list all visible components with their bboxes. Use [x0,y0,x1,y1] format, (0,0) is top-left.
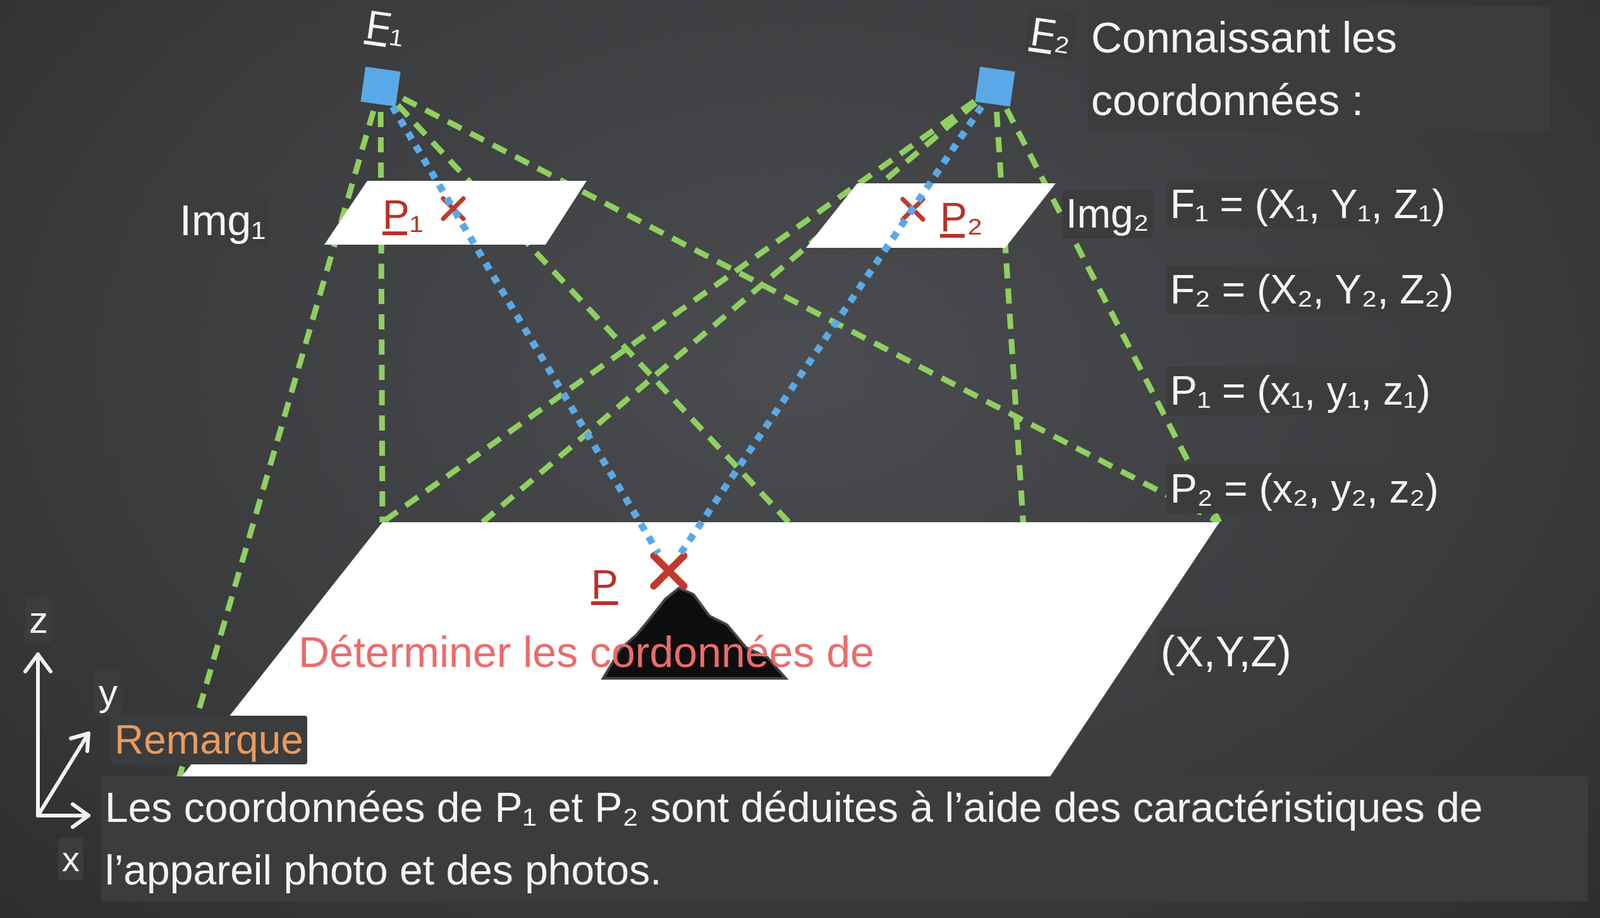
remark-text: Les coordonnées de P₁ et P₂ sont déduite… [101,776,1588,902]
image-point-label: P₁ [382,190,423,240]
axis-label: z [25,597,52,643]
axis-label: x [58,837,84,880]
sight-ray [680,106,982,554]
unknown-coordinates: (X,Y,Z) [1156,625,1296,678]
given-heading: Connaissant les coordonnées : [1087,6,1551,131]
coordinate-line: F₁ = (X₁, Y₁, Z₁) [1166,180,1449,229]
target-point: P [651,553,687,589]
camera-point: F₁ [360,66,401,107]
sight-ray [392,106,659,554]
coordinate-line: F₂ = (X₂, Y₂, Z₂) [1166,265,1458,315]
image-label: Img₁ [175,194,270,247]
axis-label: y [94,670,122,716]
remark-heading: Remarque [110,715,308,765]
coordinate-line: P₂ = (x₂, y₂, z₂) [1166,464,1443,514]
shape-outline [806,183,1056,248]
ground-point-label: P [591,560,619,610]
image-plane: Img₂P₂ [806,183,1056,248]
camera-point: F₂ [974,66,1015,107]
camera-label: F₂ [1023,6,1078,62]
shape-outline [651,553,687,589]
coordinate-line: P₁ = (x₁, y₁, z₁) [1166,366,1435,416]
image-point-label: P₂ [940,193,984,243]
camera-label: F₁ [362,0,408,54]
ground-plane: Déterminer les cordonnées de P [178,522,1220,791]
image-label: Img₂ [1062,189,1154,239]
task-text: Déterminer les cordonnées de [298,626,875,679]
